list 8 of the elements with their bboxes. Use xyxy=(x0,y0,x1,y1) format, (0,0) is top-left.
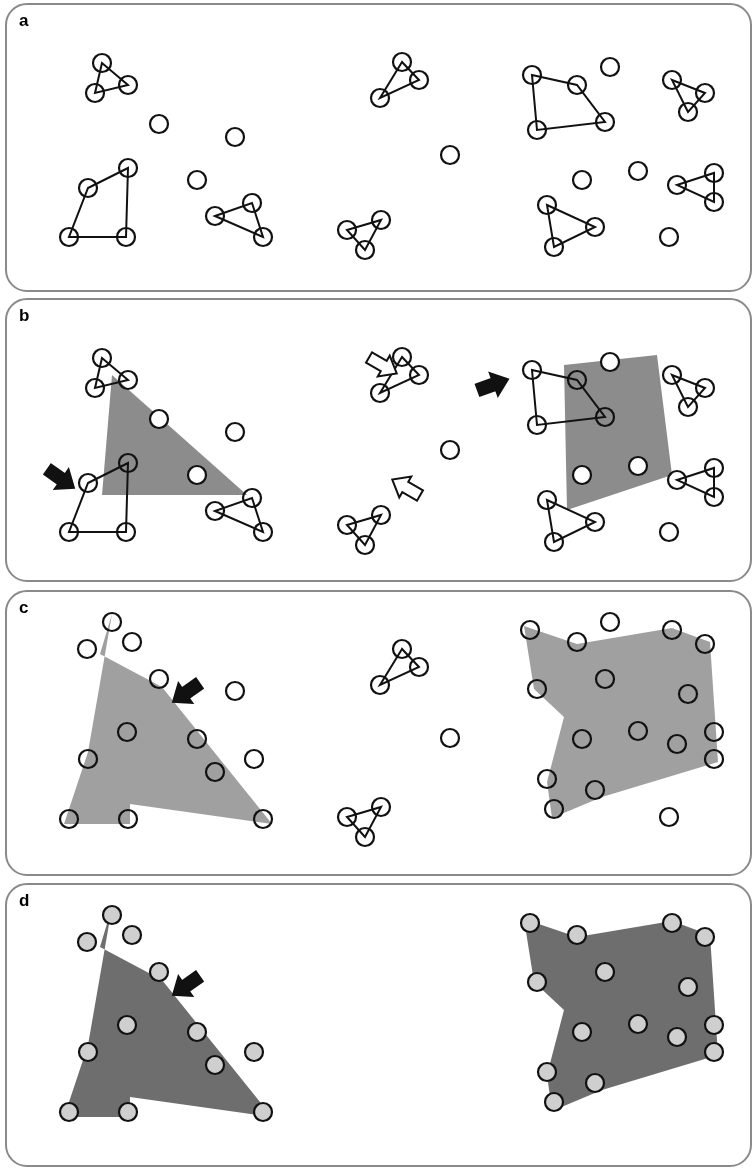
panel xyxy=(5,3,752,292)
panel xyxy=(5,883,752,1167)
panel-letter: b xyxy=(19,306,30,326)
panel-letter: d xyxy=(19,891,30,911)
panel-letter: a xyxy=(19,11,29,31)
panel-letter: c xyxy=(19,598,29,618)
panel xyxy=(5,298,752,582)
panel xyxy=(5,590,752,876)
